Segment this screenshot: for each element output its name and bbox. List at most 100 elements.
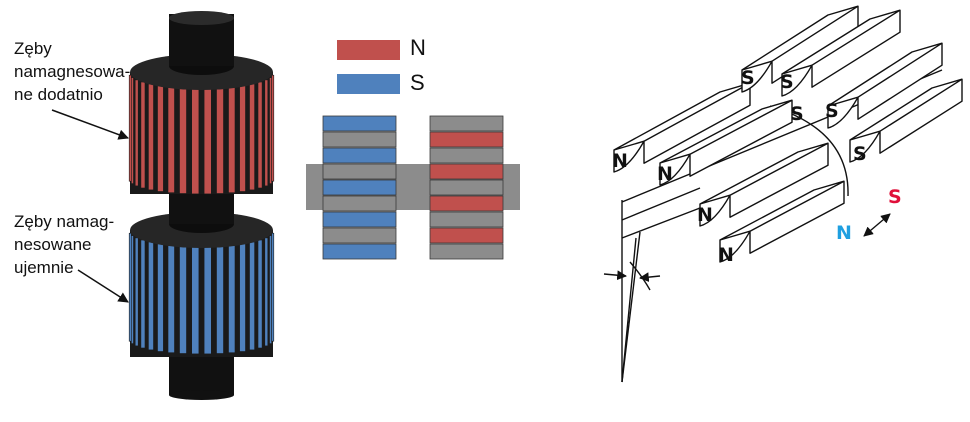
section-left-lamination xyxy=(322,147,397,164)
stator-pole-s-5: S xyxy=(853,143,867,165)
stator-pole-n-4: N xyxy=(718,244,734,266)
negative-tooth xyxy=(249,241,255,351)
positive-tooth xyxy=(157,85,164,192)
legend-north-swatch xyxy=(337,40,400,60)
negative-tooth xyxy=(264,237,269,347)
negative-callout-arrow xyxy=(77,269,129,303)
shaft-through-top-cap-stub xyxy=(169,52,234,66)
section-right-lamination xyxy=(429,147,504,164)
positive-tooth xyxy=(131,77,134,184)
angle-diagonal xyxy=(621,207,701,239)
negative-teeth-label-line-1: Zęby namag- xyxy=(14,212,115,231)
stator-pole-s-4: S xyxy=(825,100,839,122)
section-left-stack xyxy=(322,115,397,260)
section-left-lamination xyxy=(322,195,397,212)
stator-tooth xyxy=(659,99,793,186)
positive-tooth xyxy=(216,87,224,194)
section-left-lamination xyxy=(322,115,397,132)
negative-teeth-label-line-2: nesowane xyxy=(14,235,92,254)
stator-tooth xyxy=(613,82,751,173)
negative-tooth xyxy=(203,245,212,355)
positive-teeth-stack xyxy=(128,52,275,195)
negative-tooth xyxy=(167,244,175,353)
positive-tooth xyxy=(228,86,236,193)
stator-pole-s-1: S xyxy=(741,67,755,89)
orientation-arrow xyxy=(863,213,891,237)
stator-pole-s-2: S xyxy=(780,71,794,93)
positive-tooth xyxy=(140,81,146,189)
positive-tooth xyxy=(257,81,263,189)
stator-tooth xyxy=(699,142,829,227)
negative-tooth xyxy=(134,237,139,347)
section-left-lamination xyxy=(322,131,397,148)
section-left-lamination xyxy=(322,163,397,180)
negative-tooth xyxy=(271,232,275,342)
section-right-lamination xyxy=(429,243,504,260)
orientation-indicator xyxy=(863,213,891,237)
stator-pole-n-3: N xyxy=(697,204,713,226)
positive-teeth xyxy=(128,74,275,195)
legend-south-swatch xyxy=(337,74,400,94)
negative-tooth xyxy=(148,241,154,351)
cross-section xyxy=(306,115,520,260)
negative-tooth xyxy=(239,243,246,352)
negative-teeth-stack xyxy=(128,210,275,357)
shaft-bottom-end xyxy=(169,390,234,400)
section-left-lamination xyxy=(322,211,397,228)
reference-line-short xyxy=(621,187,701,221)
stator-tooth xyxy=(719,180,845,263)
section-left-lamination xyxy=(322,179,397,196)
positive-tooth xyxy=(249,83,255,191)
section-right-lamination xyxy=(429,227,504,244)
negative-tooth xyxy=(228,244,236,353)
negative-tooth xyxy=(140,239,146,349)
stator-tooth xyxy=(827,42,943,129)
stator-pole-n-2: N xyxy=(657,163,673,185)
positive-tooth xyxy=(179,87,187,194)
positive-tooth xyxy=(203,87,212,195)
stator-pole-s-3: S xyxy=(790,103,804,125)
negative-teeth-label-line-3: ujemnie xyxy=(14,258,74,277)
legend xyxy=(337,40,400,94)
positive-tooth xyxy=(191,87,200,195)
positive-tooth xyxy=(239,85,246,192)
positive-tooth xyxy=(264,79,269,187)
angle-tick-right xyxy=(639,272,661,282)
section-right-lamination xyxy=(429,195,504,212)
negative-stack-body xyxy=(130,230,273,357)
negative-tooth xyxy=(131,235,134,344)
positive-tooth xyxy=(148,83,154,191)
stator-perspective xyxy=(603,5,963,383)
section-right-lamination xyxy=(429,131,504,148)
section-right-lamination xyxy=(429,115,504,132)
negative-tooth xyxy=(257,239,263,349)
section-left-lamination xyxy=(322,227,397,244)
orientation-north-label: N xyxy=(836,222,852,244)
positive-stack-body xyxy=(130,72,273,194)
stator-teeth xyxy=(613,5,963,263)
positive-tooth xyxy=(134,79,139,187)
positive-tooth xyxy=(167,86,175,193)
legend-north-label: N xyxy=(410,35,426,60)
stator-tooth xyxy=(849,78,963,163)
positive-callout-arrow xyxy=(51,109,129,140)
angle-tick-left xyxy=(603,270,627,281)
angle-arc xyxy=(629,261,651,291)
negative-tooth xyxy=(157,243,164,352)
section-left-lamination xyxy=(322,243,397,260)
negative-tooth xyxy=(216,245,224,354)
shaft-through-bottom-cap-stub xyxy=(169,210,234,224)
negative-tooth xyxy=(191,245,200,355)
angle-line-b xyxy=(621,237,637,383)
stator-pole-n-1: N xyxy=(612,150,628,172)
positive-teeth-label-line-3: ne dodatnio xyxy=(14,85,103,104)
section-right-lamination xyxy=(429,179,504,196)
section-right-lamination xyxy=(429,163,504,180)
positive-teeth-label-line-1: Zęby xyxy=(14,39,52,58)
section-right-stack xyxy=(429,115,504,260)
shaft-top-end xyxy=(169,11,234,25)
negative-tooth xyxy=(179,245,187,354)
positive-teeth-label-line-2: namagnesowa- xyxy=(14,62,131,81)
orientation-south-label: S xyxy=(888,186,902,208)
